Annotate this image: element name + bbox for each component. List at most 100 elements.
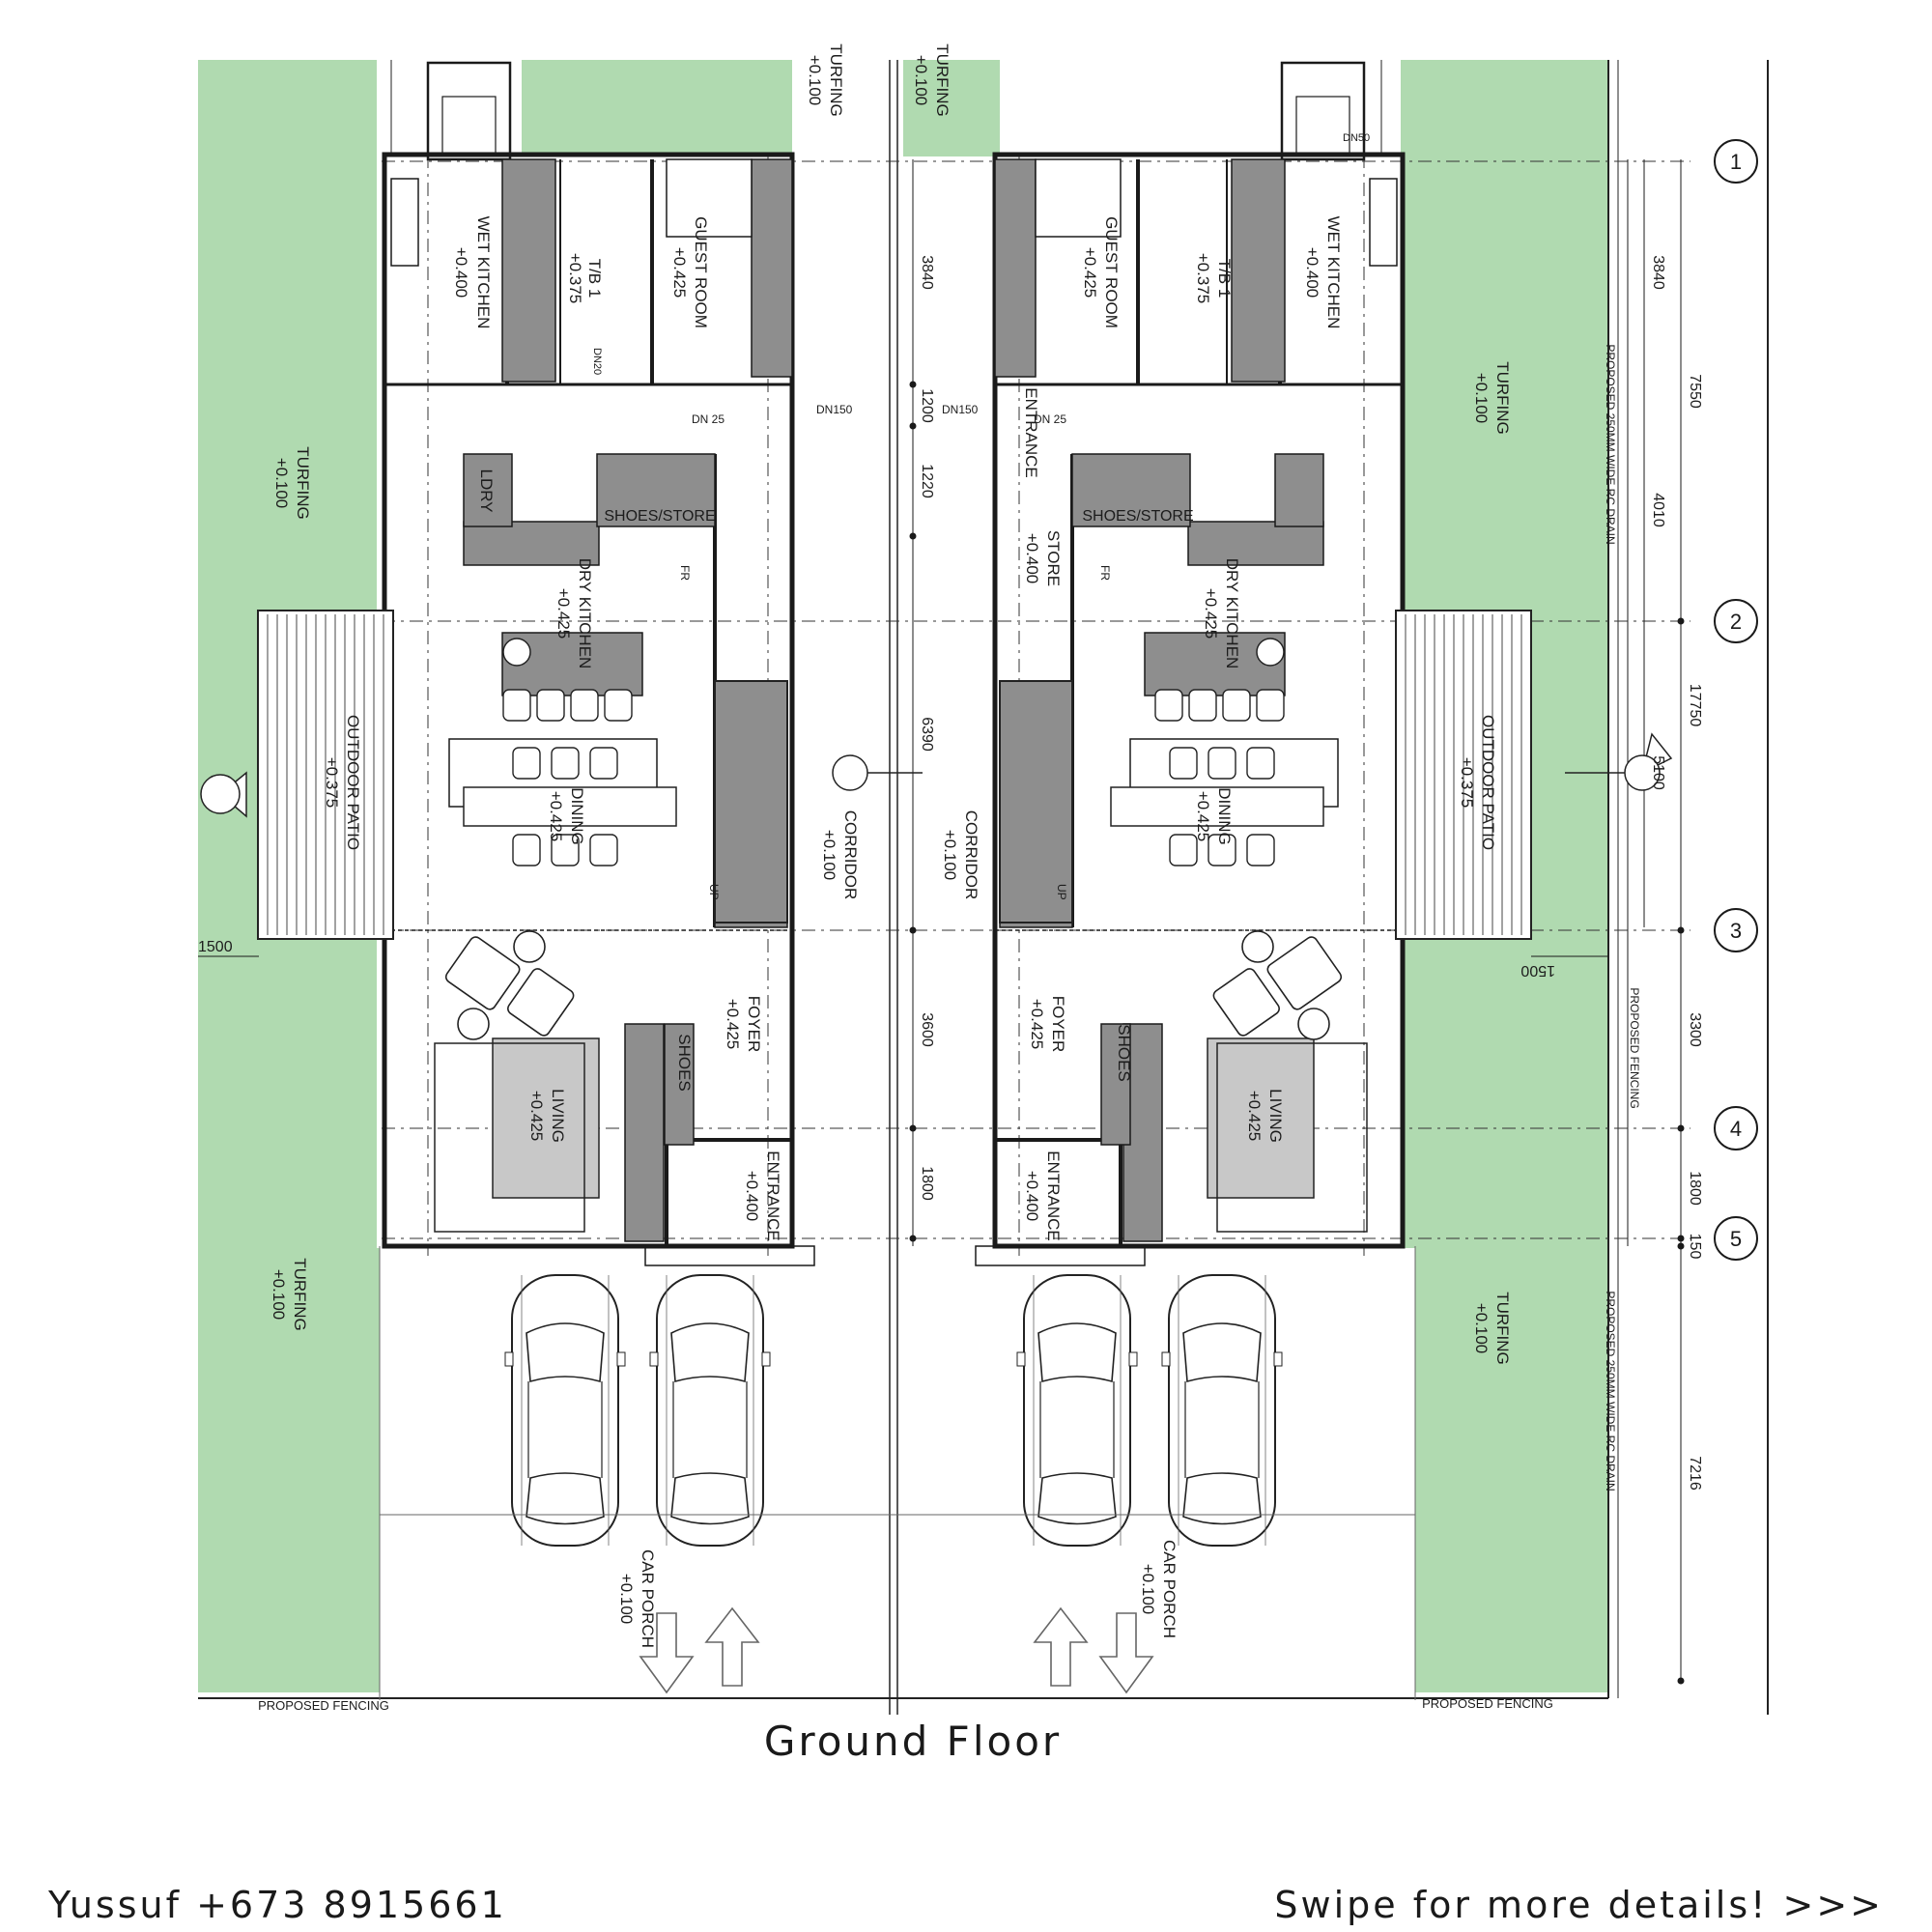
dining-label-left: DINING bbox=[568, 787, 586, 845]
shoes-label-right: SHOES bbox=[1115, 1024, 1133, 1082]
dim-right-4010: 4010 bbox=[1650, 493, 1666, 527]
wet-kitchen-level-left: +0.400 bbox=[452, 247, 470, 298]
dim-right-7550: 7550 bbox=[1687, 374, 1703, 409]
outdoor-patio-label-right: OUTDOOR PATIO bbox=[1479, 715, 1497, 850]
foyer-level-right: +0.425 bbox=[1028, 999, 1046, 1049]
corridor-level-right: +0.100 bbox=[941, 830, 959, 880]
turfing-level-lower-right: +0.100 bbox=[1472, 1303, 1491, 1353]
entrance-level-left: +0.400 bbox=[743, 1171, 761, 1221]
dim-right-1800: 1800 bbox=[1687, 1171, 1703, 1206]
lounge-chairs bbox=[444, 930, 1343, 1040]
corridor-level-left: +0.100 bbox=[820, 830, 838, 880]
car-porch-outline bbox=[379, 1246, 1416, 1700]
fridge-label-right: FR bbox=[1098, 565, 1112, 581]
dim-left-1200: 1200 bbox=[919, 388, 935, 423]
drop-25-right: DN 25 bbox=[1034, 412, 1066, 426]
shoes-store-label-left: SHOES/STORE bbox=[604, 508, 715, 525]
corridor-label-right: CORRIDOR bbox=[962, 810, 980, 900]
dining-label-right: DINING bbox=[1215, 787, 1234, 845]
entrance-level-right: +0.400 bbox=[1023, 1171, 1041, 1221]
wet-kitchen-label-right: WET KITCHEN bbox=[1324, 216, 1343, 329]
entrance-label-right: ENTRANCE bbox=[1044, 1151, 1063, 1241]
turfing-level-right: +0.100 bbox=[1472, 373, 1491, 423]
grid-label-3: 3 bbox=[1730, 919, 1742, 943]
dim-right-5100: 5100 bbox=[1650, 755, 1666, 790]
drop-20-left: DN20 bbox=[591, 348, 603, 375]
car-porch-label-right: CAR PORCH bbox=[1160, 1540, 1179, 1638]
stair-up-left: UP bbox=[707, 884, 721, 900]
dry-kitchen-level-left: +0.425 bbox=[554, 588, 573, 639]
dining-level-left: +0.425 bbox=[547, 791, 565, 841]
turfing-label-top-right: TURFING bbox=[933, 43, 952, 117]
staircase-left bbox=[714, 680, 788, 923]
shoes-label-left: SHOES bbox=[675, 1034, 694, 1092]
dry-kitchen-label-left: DRY KITCHEN bbox=[576, 558, 594, 669]
living-level-left: +0.425 bbox=[527, 1091, 546, 1141]
dim-right-7216: 7216 bbox=[1687, 1456, 1703, 1491]
guest-room-level-right: +0.425 bbox=[1081, 247, 1099, 298]
guest-room-label-left: GUEST ROOM bbox=[692, 216, 710, 328]
toilet-label-right: T/B 1 bbox=[1215, 259, 1234, 298]
living-level-right: +0.425 bbox=[1245, 1091, 1264, 1141]
dim-right-17750: 17750 bbox=[1687, 684, 1703, 727]
drain-label-upper: PROPOSED 250MM WIDE RC DRAIN bbox=[1604, 344, 1617, 544]
foyer-label-right: FOYER bbox=[1049, 996, 1067, 1053]
stair-up-right: UP bbox=[1055, 884, 1068, 900]
entrance-top-label-right: ENTRANCE bbox=[1022, 387, 1040, 478]
cars bbox=[504, 1274, 1283, 1547]
store-level-right: +0.400 bbox=[1023, 533, 1041, 583]
site-boundary bbox=[198, 60, 1769, 1715]
offset-dim-left: 1500 bbox=[198, 939, 233, 955]
toilet-level-right: +0.375 bbox=[1194, 253, 1212, 303]
guest-room-label-right: GUEST ROOM bbox=[1102, 216, 1121, 328]
turfing-label-right: TURFING bbox=[1493, 361, 1512, 435]
dry-kitchen-label-right: DRY KITCHEN bbox=[1223, 558, 1241, 669]
car-porch-level-right: +0.100 bbox=[1139, 1564, 1157, 1614]
drain-label-lower: PROPOSED 250MM WIDE RC DRAIN bbox=[1604, 1291, 1617, 1491]
store-label-right: STORE bbox=[1044, 530, 1063, 586]
dim-left-6390: 6390 bbox=[919, 717, 935, 752]
drawing-title: Ground Floor bbox=[763, 1718, 1063, 1765]
drop-50-right: DN50 bbox=[1343, 132, 1370, 144]
fencing-label-side: PROPOSED FENCING bbox=[1628, 987, 1641, 1108]
dim-left-3600: 3600 bbox=[919, 1012, 935, 1047]
foyer-label-left: FOYER bbox=[745, 996, 763, 1053]
turfing-level-left: +0.100 bbox=[272, 458, 291, 508]
turfing-level-top-right: +0.100 bbox=[912, 55, 930, 105]
laundry-label-left: LDRY bbox=[477, 469, 496, 512]
dining-set-left bbox=[463, 638, 677, 867]
outdoor-patio-level-left: +0.375 bbox=[323, 757, 341, 808]
entrance-label-left: ENTRANCE bbox=[764, 1151, 782, 1241]
dim-left-1220: 1220 bbox=[919, 464, 935, 498]
patio-deck-boards bbox=[267, 614, 1522, 935]
corridor-label-left: CORRIDOR bbox=[841, 810, 860, 900]
turfing-label-top-left: TURFING bbox=[827, 43, 845, 117]
grid-label-2: 2 bbox=[1730, 610, 1742, 634]
dry-kitchen-level-right: +0.425 bbox=[1202, 588, 1220, 639]
section-markers bbox=[200, 732, 1673, 818]
foyer-level-left: +0.425 bbox=[724, 999, 742, 1049]
turfing-label-lower-left: TURFING bbox=[291, 1258, 309, 1331]
proposed-fencing-label-right: PROPOSED FENCING bbox=[1422, 1696, 1553, 1711]
toilet-label-left: T/B 1 bbox=[585, 259, 604, 298]
drop-25-left: DN 25 bbox=[692, 412, 724, 426]
dining-level-right: +0.425 bbox=[1194, 791, 1212, 841]
car-porch-level-left: +0.100 bbox=[617, 1574, 636, 1624]
dim-right-3300: 3300 bbox=[1687, 1012, 1703, 1047]
drop-label-right: DN150 bbox=[942, 403, 979, 416]
fridge-label-left: FR bbox=[678, 565, 692, 581]
grid-bubbles bbox=[1714, 139, 1758, 1261]
car-porch-label-left: CAR PORCH bbox=[639, 1549, 657, 1648]
wet-kitchen-level-right: +0.400 bbox=[1303, 247, 1321, 298]
turfing-level-top-left: +0.100 bbox=[806, 55, 824, 105]
turfing-level-lower-left: +0.100 bbox=[270, 1269, 288, 1320]
offset-dim-right: 1500 bbox=[1520, 962, 1555, 979]
dim-left-3840: 3840 bbox=[919, 255, 935, 290]
guest-room-level-left: +0.425 bbox=[670, 247, 689, 298]
dining-set-right bbox=[1110, 638, 1324, 867]
contact-info: Yussuf +673 8915661 bbox=[48, 1884, 507, 1926]
turfing-label-left: TURFING bbox=[294, 446, 312, 520]
staircase-right bbox=[999, 680, 1073, 923]
drop-label-left: DN150 bbox=[816, 403, 853, 416]
